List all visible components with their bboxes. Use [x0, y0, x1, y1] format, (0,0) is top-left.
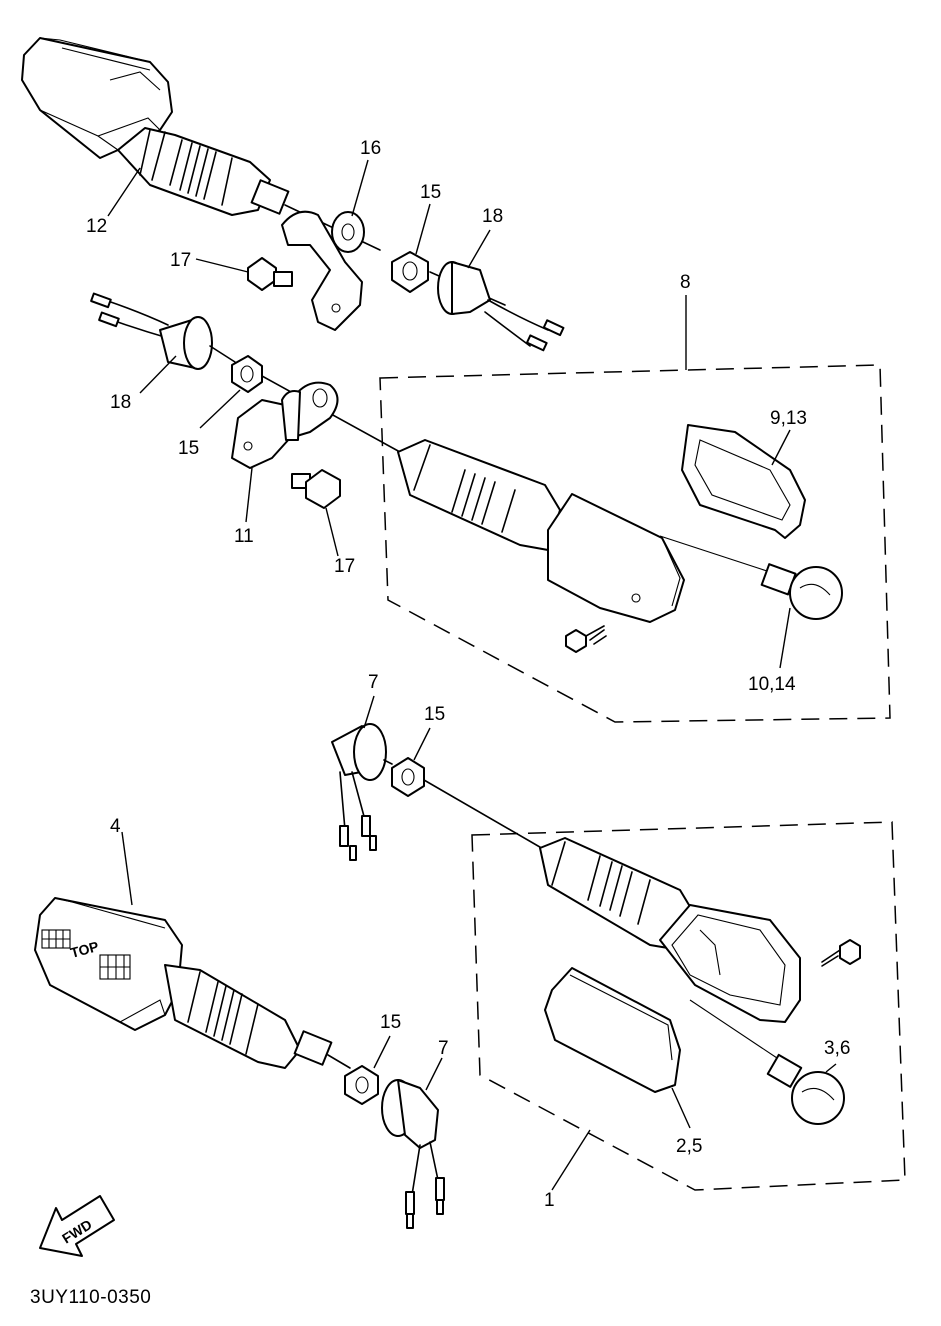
callout-11: 11	[234, 526, 254, 547]
nut-15-left	[199, 345, 401, 453]
callout-3-6: 3,6	[824, 1038, 850, 1059]
callout-7-top: 7	[368, 672, 379, 693]
callout-12: 12	[86, 216, 107, 237]
callout-10-14: 10,14	[748, 674, 796, 695]
grommet-18-top	[437, 229, 565, 352]
svg-text:TOP: TOP	[69, 938, 101, 961]
grommet-18-left	[90, 292, 213, 394]
callout-9-13: 9,13	[770, 408, 807, 429]
callout-16: 16	[360, 138, 381, 159]
grommet-7-bottom	[381, 1057, 445, 1229]
callout-7-bottom: 7	[438, 1038, 449, 1059]
nut-15-middle	[383, 727, 546, 851]
callout-15-top: 15	[420, 182, 441, 203]
callout-2-5: 2,5	[676, 1136, 702, 1157]
bolt-17-top	[195, 257, 293, 291]
grommet-7-top	[331, 695, 387, 861]
callout-18-left: 18	[110, 392, 131, 413]
nut-15-bottom	[344, 1035, 391, 1105]
flasher-assembly-12	[21, 37, 506, 306]
lens-2-5	[544, 967, 691, 1129]
callout-15-bottom: 15	[380, 1012, 401, 1033]
bolt-17-left	[291, 469, 341, 557]
callout-4: 4	[110, 816, 121, 837]
part-code: 3UY110-0350	[30, 1287, 151, 1308]
flasher-assembly-8	[397, 439, 685, 653]
lens-9-13	[681, 424, 806, 539]
kit-1-outline	[471, 821, 906, 1191]
flasher-assembly-4: TOP	[34, 831, 351, 1069]
callout-1: 1	[544, 1190, 555, 1211]
callout-18-top: 18	[482, 206, 503, 227]
bracket-16	[281, 210, 365, 331]
forward-arrow-icon: FWD	[39, 1195, 115, 1257]
bulb-10-14	[659, 535, 843, 669]
callout-8: 8	[680, 272, 691, 293]
kit-8-outline	[379, 364, 891, 723]
callout-15-middle: 15	[424, 704, 445, 725]
callout-15-left: 15	[178, 438, 199, 459]
callout-17-left: 17	[334, 556, 355, 577]
bulb-3-6	[689, 999, 845, 1125]
nut-15-top	[391, 203, 431, 293]
bracket-11	[231, 381, 339, 523]
callout-17-top: 17	[170, 250, 191, 271]
flasher-assembly-1	[539, 837, 861, 1023]
